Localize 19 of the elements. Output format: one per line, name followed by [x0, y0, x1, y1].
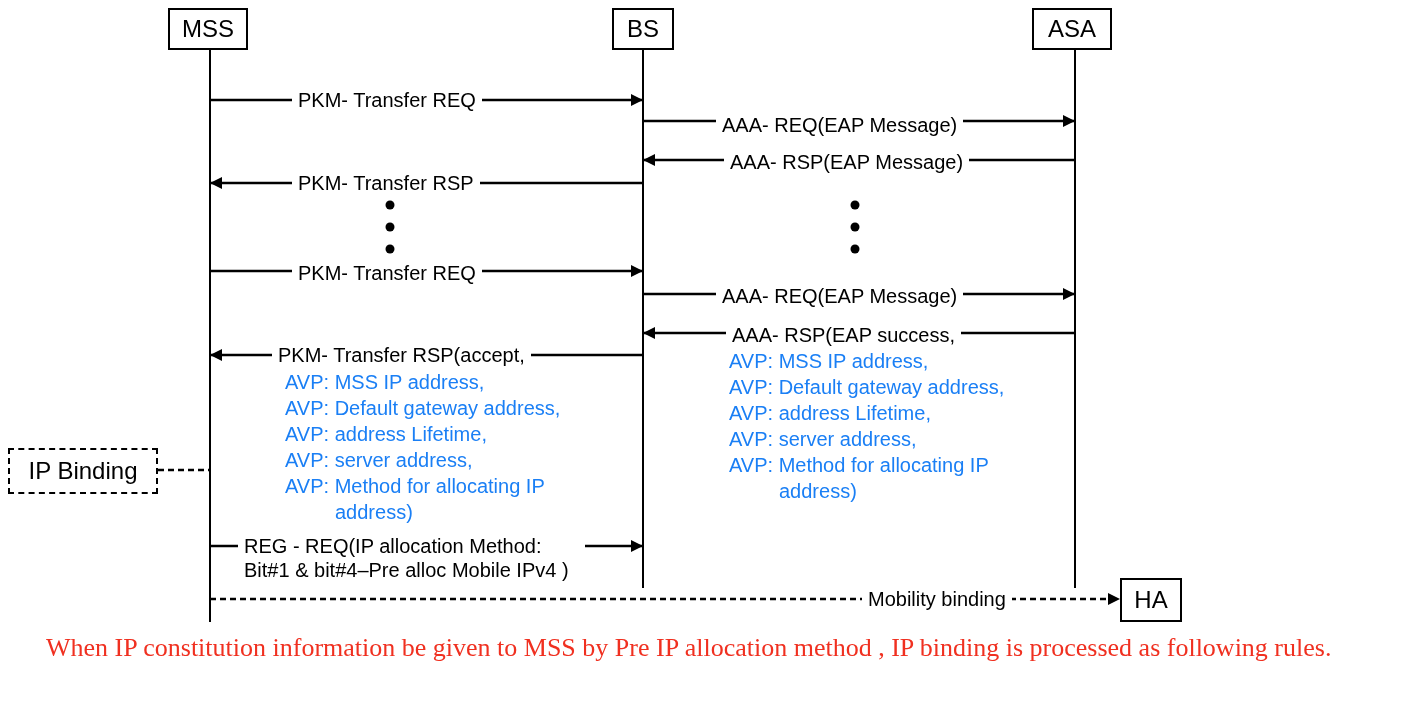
participant-name: MSS: [182, 15, 234, 43]
parameter-text: AVP: MSS IP address,: [285, 370, 486, 395]
parameter-text: AVP: Default gateway address,: [285, 396, 562, 421]
note-text: IP Binding: [28, 457, 138, 485]
participant-name: ASA: [1048, 15, 1096, 43]
parameter-text: AVP: server address,: [729, 427, 918, 452]
connector-line: [158, 468, 210, 472]
parameter-text: AVP: MSS IP address,: [729, 349, 930, 374]
participant-box: [1120, 578, 1182, 622]
parameter-text: AVP: address Lifetime,: [729, 401, 932, 426]
participant-name: HA: [1134, 586, 1168, 614]
parameter-text: AVP: address Lifetime,: [285, 422, 488, 447]
participant-name: BS: [627, 15, 659, 43]
note-box: [8, 448, 158, 494]
parameter-text: AVP: Method for allocating IP address): [285, 474, 546, 525]
parameter-text: AVP: server address,: [285, 448, 474, 473]
parameter-text: AVP: Default gateway address,: [729, 375, 1006, 400]
caption: When IP constitution information be given to MSS by Pre IP allocation method , IP binding is processed as following rules.: [46, 634, 1333, 662]
parameter-text: AVP: Method for allocating IP address): [729, 453, 990, 504]
